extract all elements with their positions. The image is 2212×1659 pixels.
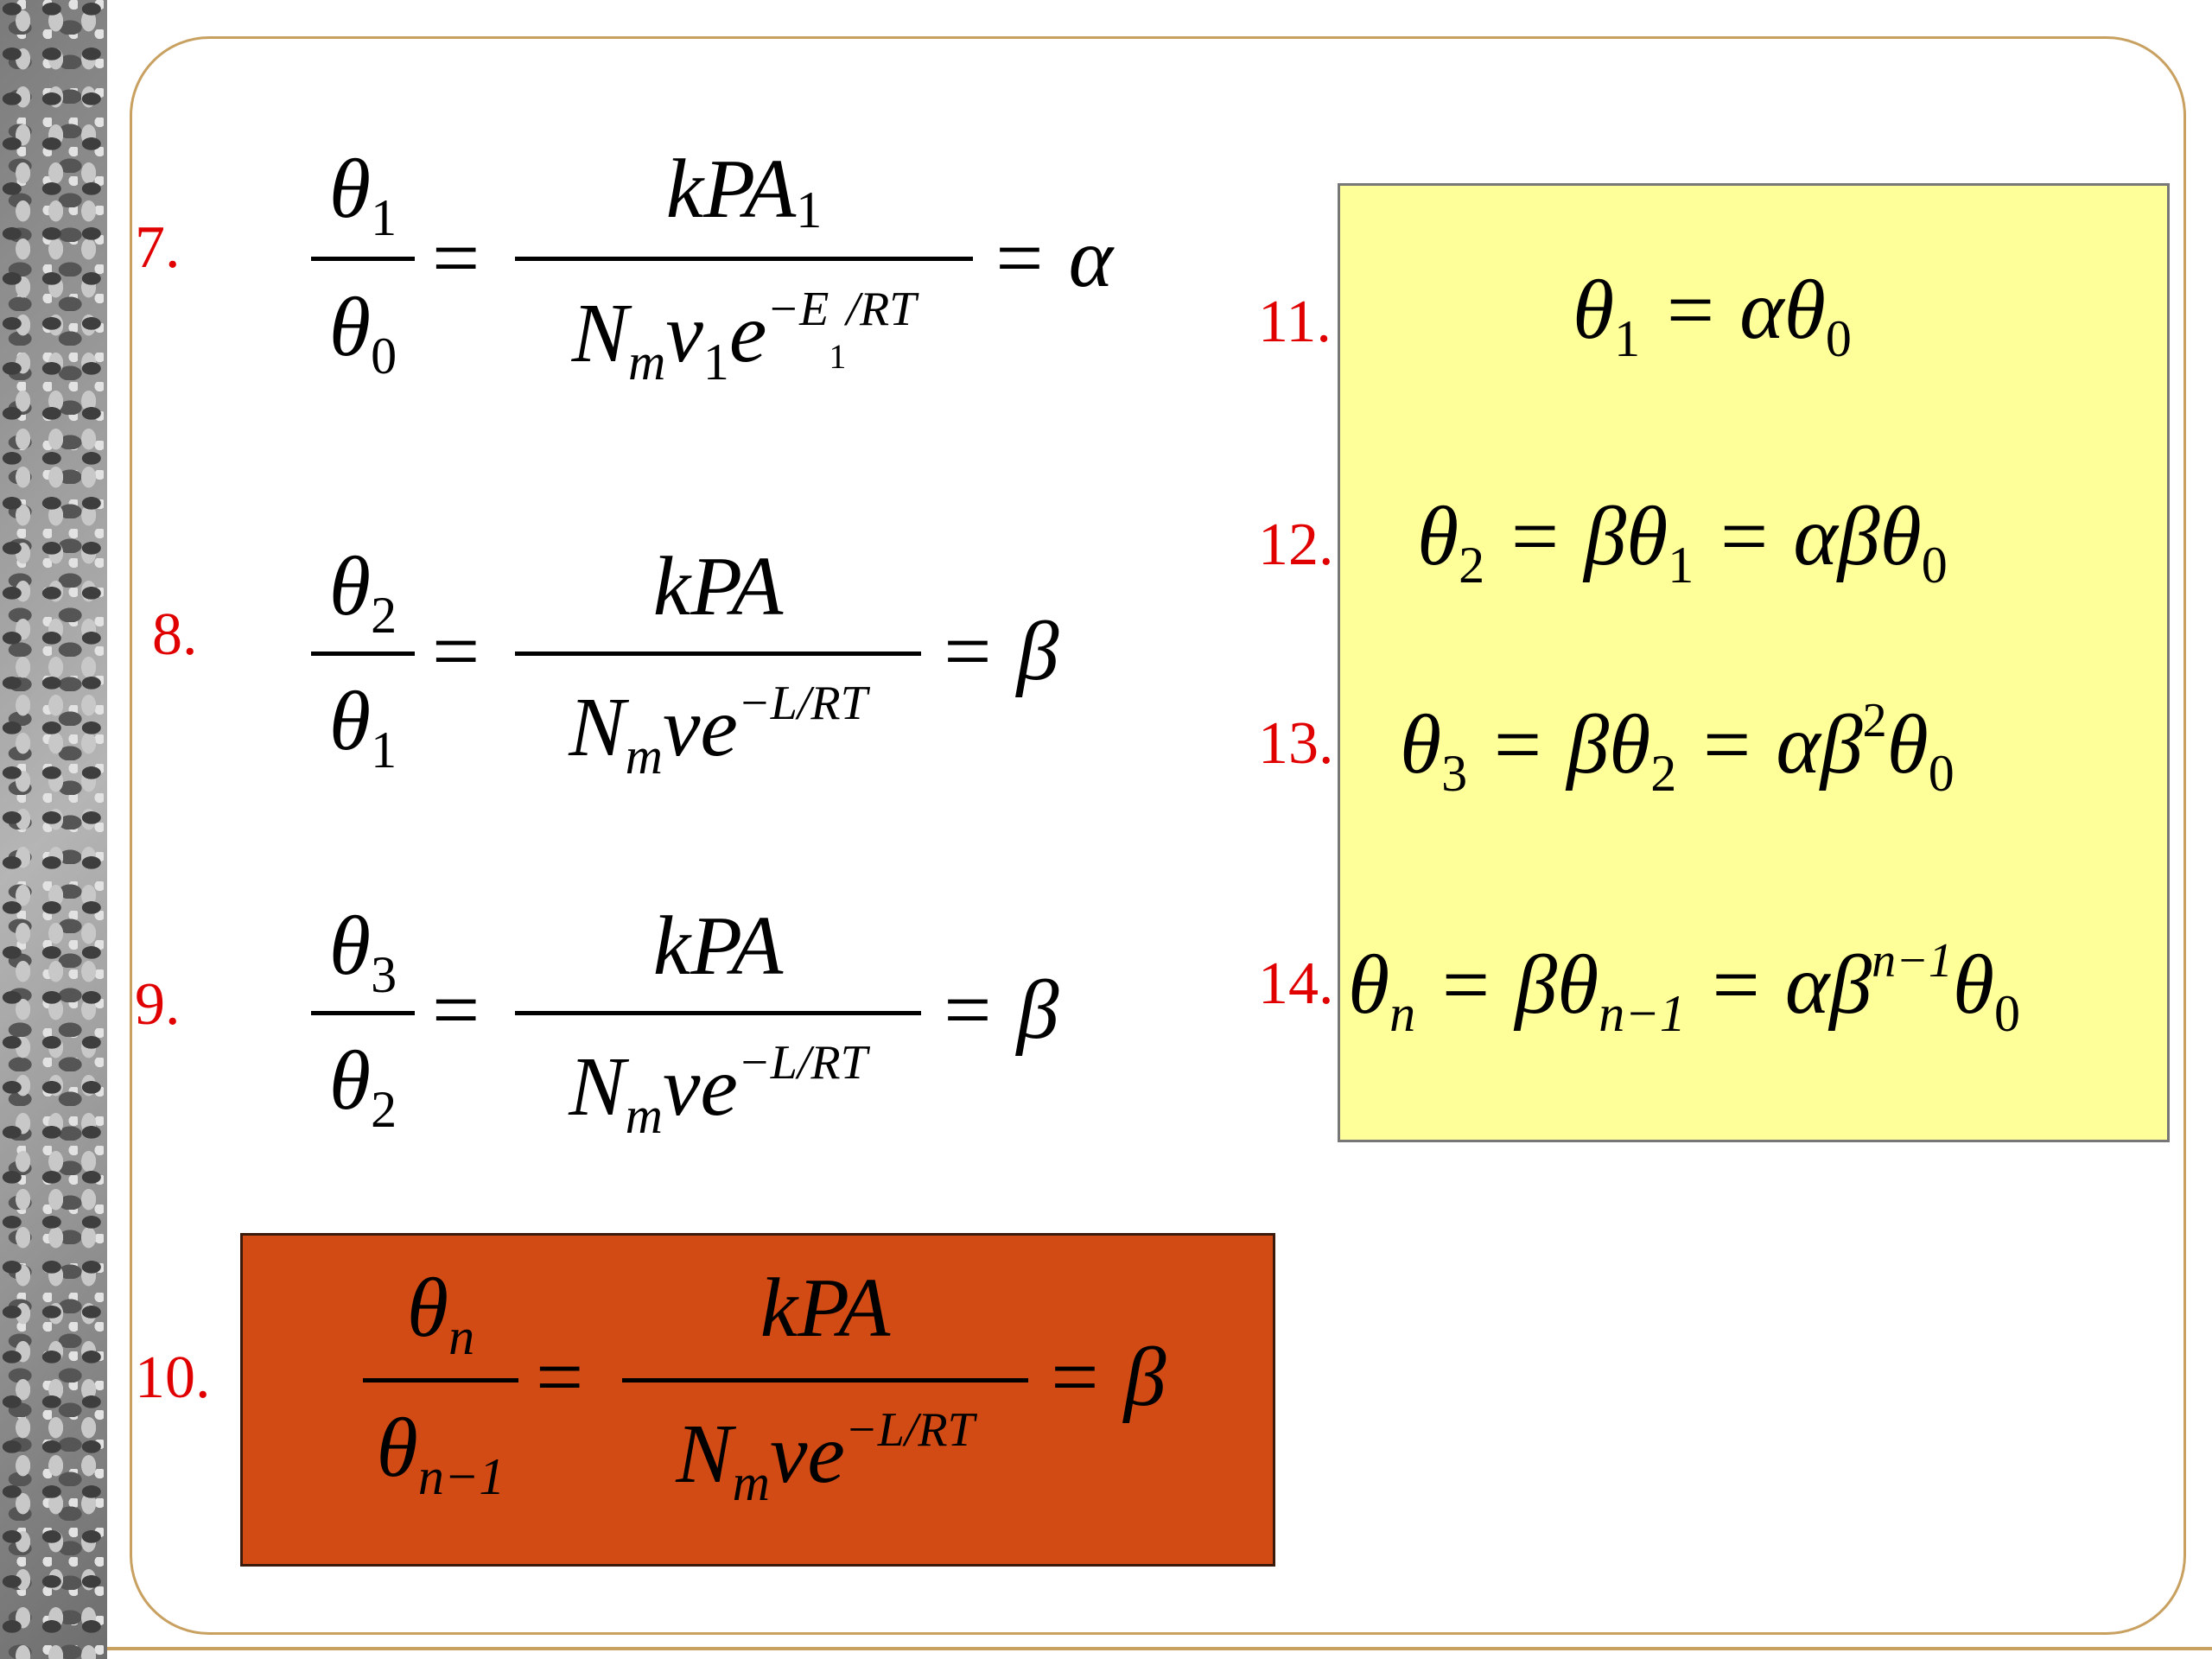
eq9-left-fraction: θ3 θ2 <box>311 904 415 1163</box>
equation-label-10: 10. <box>135 1344 211 1411</box>
equation-14: θn = βθn−1 = αβn−1θ0 <box>1348 934 2021 1042</box>
equation-label-12: 12. <box>1258 512 1334 578</box>
eq9-right-fraction: kPA Nmνe−L/RT <box>515 904 921 1163</box>
eq9-result: = β <box>938 963 1059 1057</box>
eq9-equals: = <box>432 963 480 1057</box>
equation-label-8: 8. <box>152 601 198 668</box>
eq10-result: = β <box>1046 1331 1166 1424</box>
fraction-bar <box>311 652 415 656</box>
eq10-left-fraction: θn θn−1 <box>363 1266 518 1525</box>
eq8-result: = β <box>938 605 1059 698</box>
fraction-bar <box>515 652 921 656</box>
eq10-right-fraction: kPA Nmνe−L/RT <box>622 1266 1028 1525</box>
fraction-bar <box>311 1011 415 1015</box>
equation-13: θ3 = βθ2 = αβ2θ0 <box>1400 694 1955 802</box>
equation-11: θ1 = αθ0 <box>1573 264 1852 367</box>
equation-label-14: 14. <box>1258 950 1334 1017</box>
fraction-bar <box>311 257 415 261</box>
eq7-left-fraction: θ1 θ0 <box>311 147 415 406</box>
equation-label-11: 11. <box>1258 289 1332 355</box>
equation-label-13: 13. <box>1258 710 1334 777</box>
equations-11-14-highlight-box <box>1338 183 2170 1142</box>
equation-12: θ2 = βθ1 = αβθ0 <box>1417 490 1948 594</box>
equation-label-9: 9. <box>135 971 181 1038</box>
equation-label-7: 7. <box>135 214 181 281</box>
eq7-result: = α <box>990 212 1114 305</box>
bottom-divider <box>107 1647 2212 1650</box>
fraction-bar <box>363 1378 518 1382</box>
eq8-right-fraction: kPA Nmνe−L/RT <box>515 544 921 804</box>
eq7-equals: = <box>432 212 480 305</box>
eq8-left-fraction: θ2 θ1 <box>311 544 415 804</box>
eq10-equals: = <box>536 1331 584 1424</box>
equation-10-highlight-box <box>240 1233 1275 1567</box>
fraction-bar <box>515 257 973 261</box>
content-frame <box>130 36 2186 1635</box>
eq8-equals: = <box>432 605 480 698</box>
fraction-bar <box>515 1011 921 1015</box>
eq7-right-fraction: kPA1 Nmν1e−E1/RT <box>515 147 973 406</box>
fraction-bar <box>622 1378 1028 1382</box>
textured-side-strip <box>0 0 107 1659</box>
